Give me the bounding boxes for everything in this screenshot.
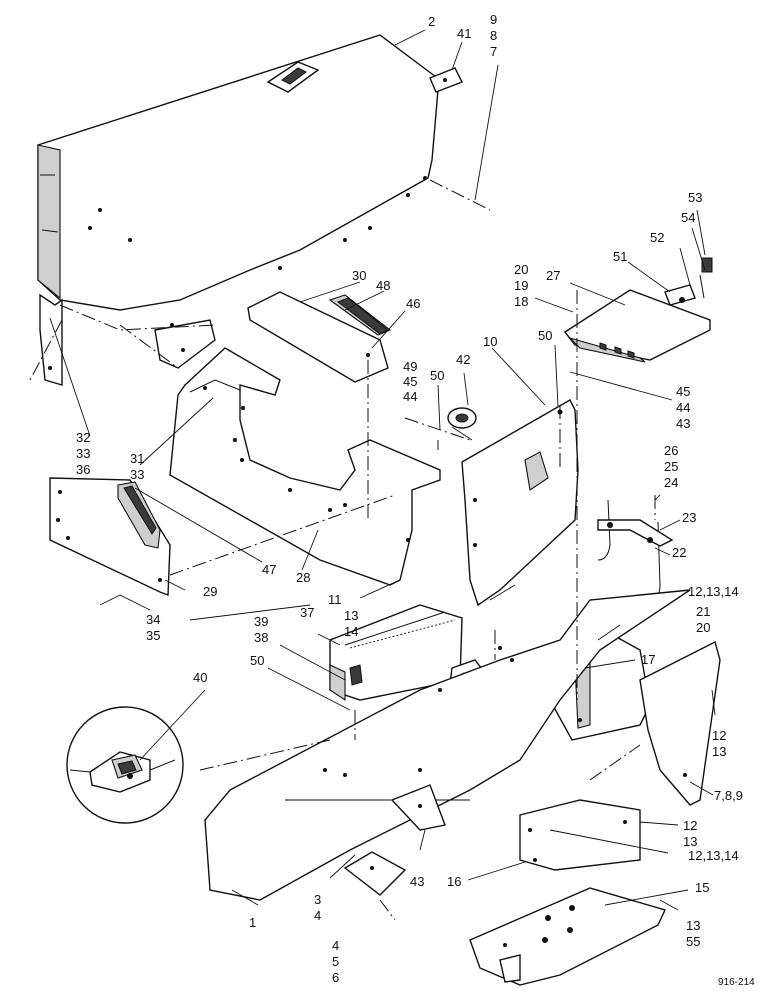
- grommet-42: [447, 407, 477, 429]
- label-13d: 13: [686, 918, 700, 933]
- center-shroud-panel: [169, 347, 441, 586]
- label-44b: 44: [676, 400, 690, 415]
- label-39: 39: [254, 614, 268, 629]
- label-13c: 13: [683, 834, 697, 849]
- label-11: 11: [328, 592, 342, 607]
- label-46: 46: [406, 296, 420, 311]
- label-20b: 20: [696, 620, 710, 635]
- label-36: 36: [76, 462, 90, 477]
- label-45a: 45: [403, 374, 417, 389]
- callout-labels: 2 41 9 8 7 53 54 52 51 20 19 18 27 30 48…: [76, 12, 755, 988]
- label-47: 47: [262, 562, 276, 577]
- label-21: 21: [696, 604, 710, 619]
- label-35: 35: [146, 628, 160, 643]
- label-2: 2: [428, 14, 435, 29]
- label-26: 26: [664, 443, 678, 458]
- label-3: 3: [314, 892, 321, 907]
- triangle-bracket: [154, 319, 216, 369]
- label-51: 51: [613, 249, 627, 264]
- label-41: 41: [457, 26, 471, 41]
- label-42: 42: [456, 352, 470, 367]
- label-6: 6: [332, 970, 339, 985]
- label-44a: 44: [403, 389, 417, 404]
- bracket-16: [519, 799, 641, 871]
- label-50c: 50: [250, 653, 264, 668]
- label-16: 16: [447, 874, 461, 889]
- label-12a: 12: [712, 728, 726, 743]
- label-38: 38: [254, 630, 268, 645]
- label-121314a: 12,13,14: [688, 584, 739, 599]
- assembly-centerlines: [29, 179, 656, 921]
- hook-rods: [597, 499, 674, 599]
- left-side-bracket: [39, 293, 63, 386]
- label-37: 37: [300, 605, 314, 620]
- label-15: 15: [695, 880, 709, 895]
- label-33a: 33: [76, 446, 90, 461]
- hood-panel: [37, 34, 463, 311]
- label-54: 54: [681, 210, 695, 225]
- floor-panel: [204, 589, 691, 901]
- callout-leaders: [49, 29, 716, 911]
- label-13a: 13: [344, 608, 358, 623]
- label-14a: 14: [344, 624, 358, 639]
- label-12b: 12: [683, 818, 697, 833]
- label-29: 29: [203, 584, 217, 599]
- label-22: 22: [672, 545, 686, 560]
- label-13b: 13: [712, 744, 726, 759]
- label-40: 40: [193, 670, 207, 685]
- wedge-43: [390, 784, 446, 831]
- label-49: 49: [403, 359, 417, 374]
- label-50a: 50: [538, 328, 552, 343]
- label-33b: 33: [130, 467, 144, 482]
- right-side-panel: [461, 399, 579, 607]
- label-789: 7,8,9: [714, 788, 743, 803]
- label-25: 25: [664, 459, 678, 474]
- label-50b: 50: [430, 368, 444, 383]
- label-24: 24: [664, 475, 678, 490]
- step-plate: [469, 887, 666, 986]
- label-30: 30: [352, 268, 366, 283]
- label-18: 18: [514, 294, 528, 309]
- label-53: 53: [688, 190, 702, 205]
- label-55: 55: [686, 934, 700, 949]
- label-43a: 43: [676, 416, 690, 431]
- foot-bracket: [343, 851, 407, 896]
- label-27: 27: [546, 268, 560, 283]
- label-8: 8: [490, 28, 497, 43]
- label-4b: 4: [332, 938, 339, 953]
- label-32: 32: [76, 430, 90, 445]
- label-9: 9: [490, 12, 497, 27]
- label-43b: 43: [410, 874, 424, 889]
- label-19: 19: [514, 278, 528, 293]
- label-4a: 4: [314, 908, 321, 923]
- label-17: 17: [641, 652, 655, 667]
- label-20a: 20: [514, 262, 528, 277]
- label-23: 23: [682, 510, 696, 525]
- label-1: 1: [249, 915, 256, 930]
- label-28: 28: [296, 570, 310, 585]
- label-7: 7: [490, 44, 497, 59]
- label-48: 48: [376, 278, 390, 293]
- label-31: 31: [130, 451, 144, 466]
- label-5: 5: [332, 954, 339, 969]
- figure-reference: 916-214: [718, 977, 755, 988]
- top-right-cover: [563, 257, 713, 363]
- strip-panel: [247, 291, 392, 383]
- detail-inset-40: [66, 706, 184, 824]
- label-52: 52: [650, 230, 664, 245]
- left-vertical-bracket: [49, 477, 171, 596]
- label-34: 34: [146, 612, 160, 627]
- label-121314b: 12,13,14: [688, 848, 739, 863]
- label-45b: 45: [676, 384, 690, 399]
- label-10: 10: [483, 334, 497, 349]
